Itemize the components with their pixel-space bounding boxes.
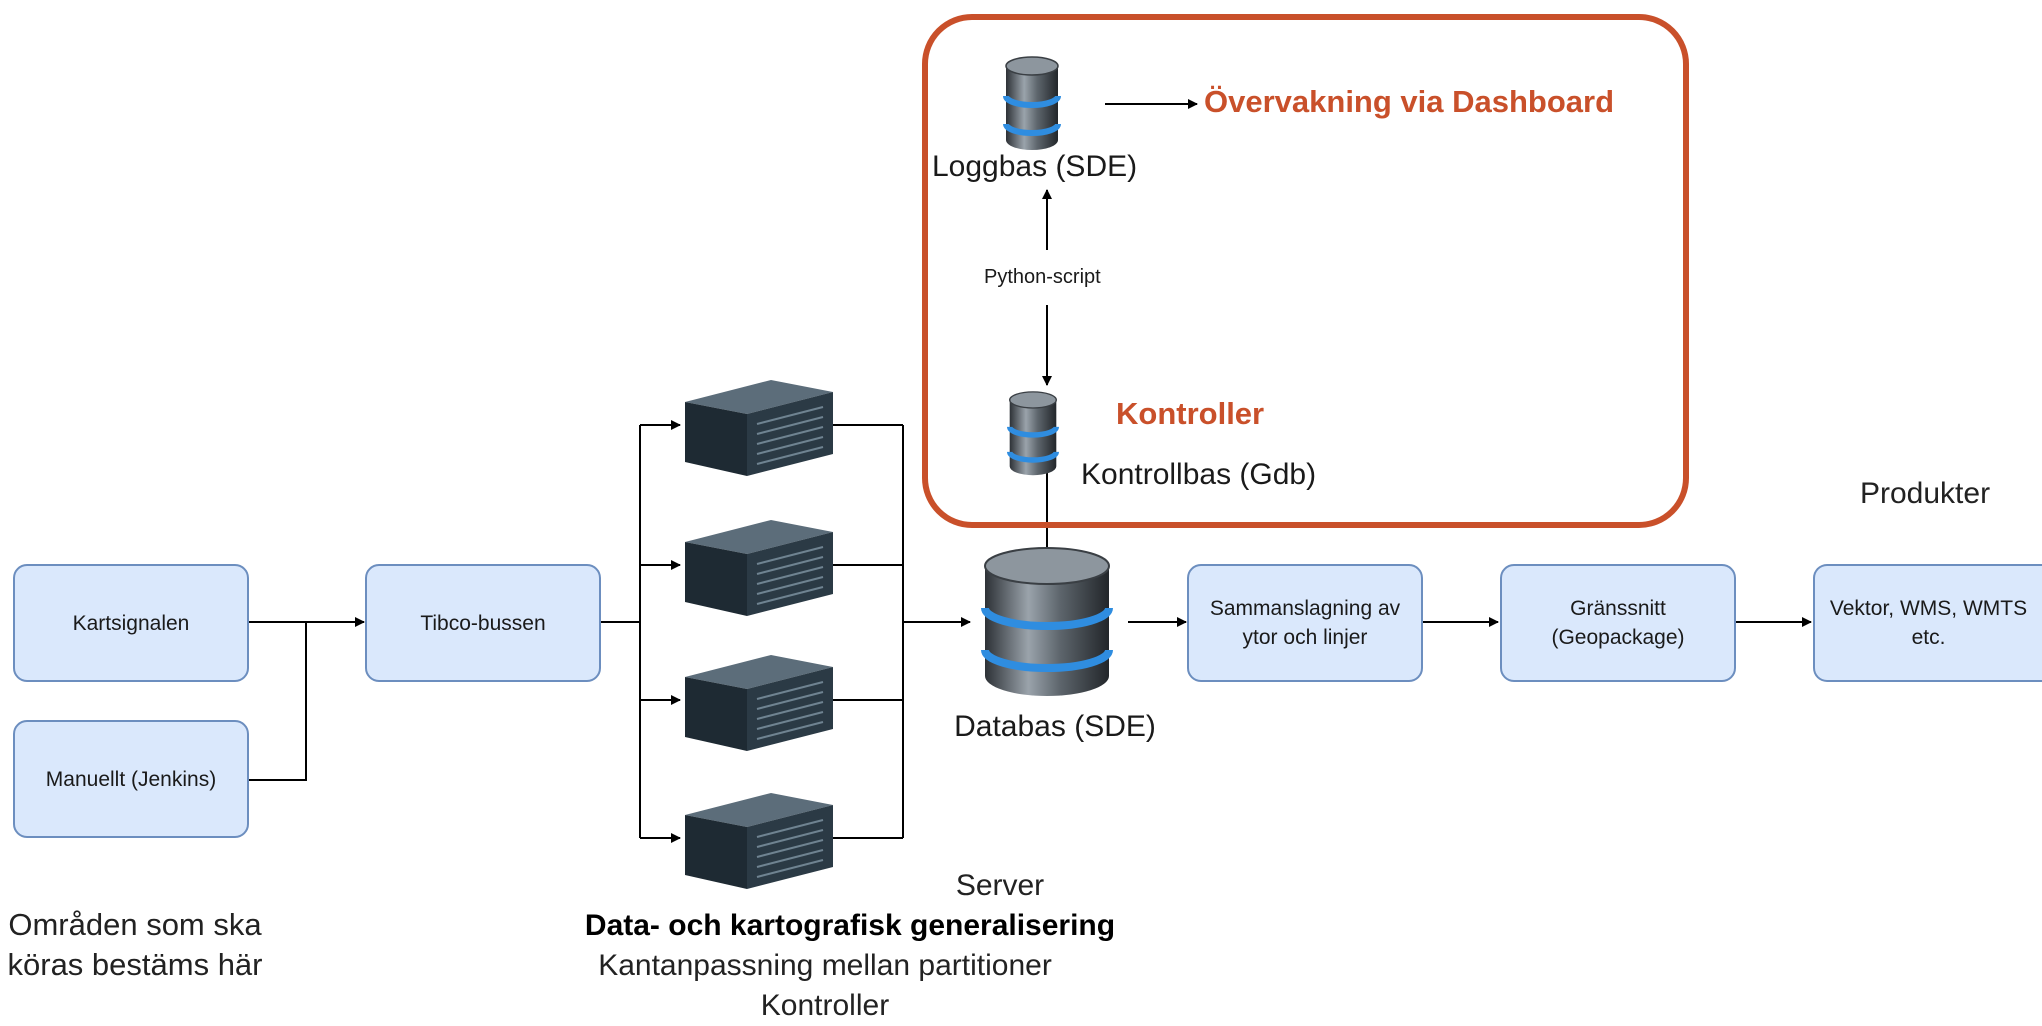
loggbas-database-icon (1003, 56, 1061, 150)
input-caption: Områden som ska köras bestäms här (0, 905, 270, 985)
sammanslagning-label: Sammanslagning av ytor och linjer (1209, 597, 1401, 649)
control-group-frame (922, 14, 1689, 528)
input-caption-line2: köras bestäms här (7, 947, 263, 982)
server-icon (685, 655, 833, 751)
server-icon (685, 380, 833, 476)
granssnitt-box: Gränssnitt (Geopackage) (1500, 564, 1736, 682)
kontrollbas-database-icon (1007, 391, 1059, 476)
manuellt-box: Manuellt (Jenkins) (13, 720, 249, 838)
kantanpassning-label: Kantanpassning mellan partitioner (598, 949, 1052, 982)
produkter-heading: Produkter (1860, 477, 1991, 510)
databas-label: Databas (SDE) (954, 710, 1156, 743)
server-icon (685, 520, 833, 616)
tibco-label: Tibco-bussen (420, 611, 546, 635)
tibco-box: Tibco-bussen (365, 564, 601, 682)
server-caption: Server Data- och kartografisk generalise… (470, 866, 1230, 1026)
database-icon (981, 547, 1113, 696)
kartsignalen-label: Kartsignalen (72, 611, 190, 635)
server-kontroller-label: Kontroller (760, 989, 890, 1022)
produkter-text: Vektor, WMS, WMTS etc. (1829, 597, 2028, 649)
kontrollbas-label: Kontrollbas (Gdb) (1081, 458, 1317, 491)
produkter-box: Vektor, WMS, WMTS etc. (1813, 564, 2042, 682)
generalisering-label: Data- och kartografisk generalisering (584, 909, 1116, 942)
loggbas-label: Loggbas (SDE) (932, 150, 1138, 183)
sammanslagning-box: Sammanslagning av ytor och linjer (1187, 564, 1423, 682)
kartsignalen-box: Kartsignalen (13, 564, 249, 682)
line-manuellt (248, 622, 307, 781)
granssnitt-label: Gränssnitt (Geopackage) (1551, 597, 1685, 649)
kontroller-heading: Kontroller (1116, 396, 1265, 431)
python-script-label: Python-script (980, 266, 1105, 289)
server-label: Server (955, 869, 1045, 902)
server-icon (685, 793, 833, 889)
dashboard-label: Övervakning via Dashboard (1204, 84, 1615, 119)
input-caption-line1: Områden som ska (8, 907, 262, 942)
manuellt-label: Manuellt (Jenkins) (45, 767, 217, 791)
